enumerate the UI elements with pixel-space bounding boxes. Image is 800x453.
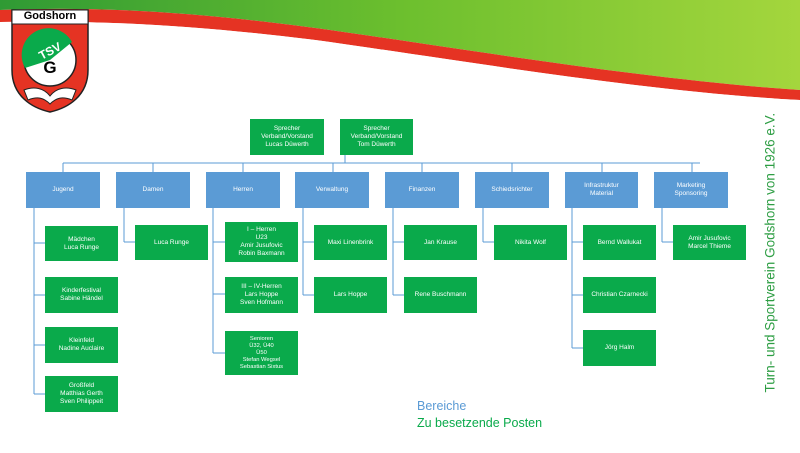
post-infrastruktur-2: Christian Czarnecki — [583, 277, 656, 313]
logo-title: Godshorn — [23, 10, 77, 22]
club-name-vertical: Turn- und Sportverein Godshorn von 1926 … — [762, 112, 778, 393]
post-schiedsrichter: Nikita Wolf — [494, 225, 567, 260]
post-jugend-kleinfeld: Kleinfeld Nadine Auclaire — [45, 327, 118, 363]
area-verwaltung: Verwaltung — [295, 172, 369, 208]
area-schiedsrichter: Schiedsrichter — [475, 172, 549, 208]
club-crest-icon — [11, 9, 89, 113]
post-jugend-grossfeld: Großfeld Matthias Gerth Sven Philippeit — [45, 376, 118, 412]
post-marketing: Amir Jusufovic Marcel Thieme — [673, 225, 746, 260]
post-jugend-maedchen: Mädchen Luca Runge — [45, 226, 118, 261]
area-jugend: Jugend — [26, 172, 100, 208]
post-herren-i: I – Herren U23 Amir Jusufovic Robin Baxm… — [225, 222, 298, 262]
post-jugend-kinderfestival: Kinderfestival Sabine Händel — [45, 277, 118, 313]
logo-letter: G — [43, 58, 57, 77]
post-finanzen-2: Rene Buschmann — [404, 277, 477, 313]
post-damen: Luca Runge — [135, 225, 208, 260]
club-logo: Godshorn TSV G — [10, 8, 90, 114]
post-herren-senioren: Senioren Ü32, Ü40 Ü50 Stefan Wegsel Seba… — [225, 331, 298, 375]
speaker-box-tom: Sprecher Verband/Vorstand Tom Düwerth — [340, 119, 413, 155]
post-infrastruktur-1: Bernd Wallukat — [583, 225, 656, 260]
speaker-box-lucas: Sprecher Verband/Vorstand Lucas Düwerth — [250, 119, 324, 155]
area-infrastruktur: Infrastruktur Material — [565, 172, 638, 208]
post-verwaltung-1: Maxi Linenbrink — [314, 225, 387, 260]
area-damen: Damen — [116, 172, 190, 208]
area-herren: Herren — [206, 172, 280, 208]
post-verwaltung-2: Lars Hoppe — [314, 277, 387, 313]
post-herren-iii-iv: III – IV-Herren Lars Hoppe Sven Hofmann — [225, 277, 298, 313]
post-finanzen-1: Jan Krause — [404, 225, 477, 260]
header-banner — [0, 0, 800, 104]
area-finanzen: Finanzen — [385, 172, 459, 208]
area-marketing: Marketing Sponsoring — [654, 172, 728, 208]
post-infrastruktur-3: Jörg Halm — [583, 330, 656, 366]
legend-open-posts: Zu besetzende Posten — [417, 416, 543, 430]
legend-areas: Bereiche — [417, 399, 467, 413]
